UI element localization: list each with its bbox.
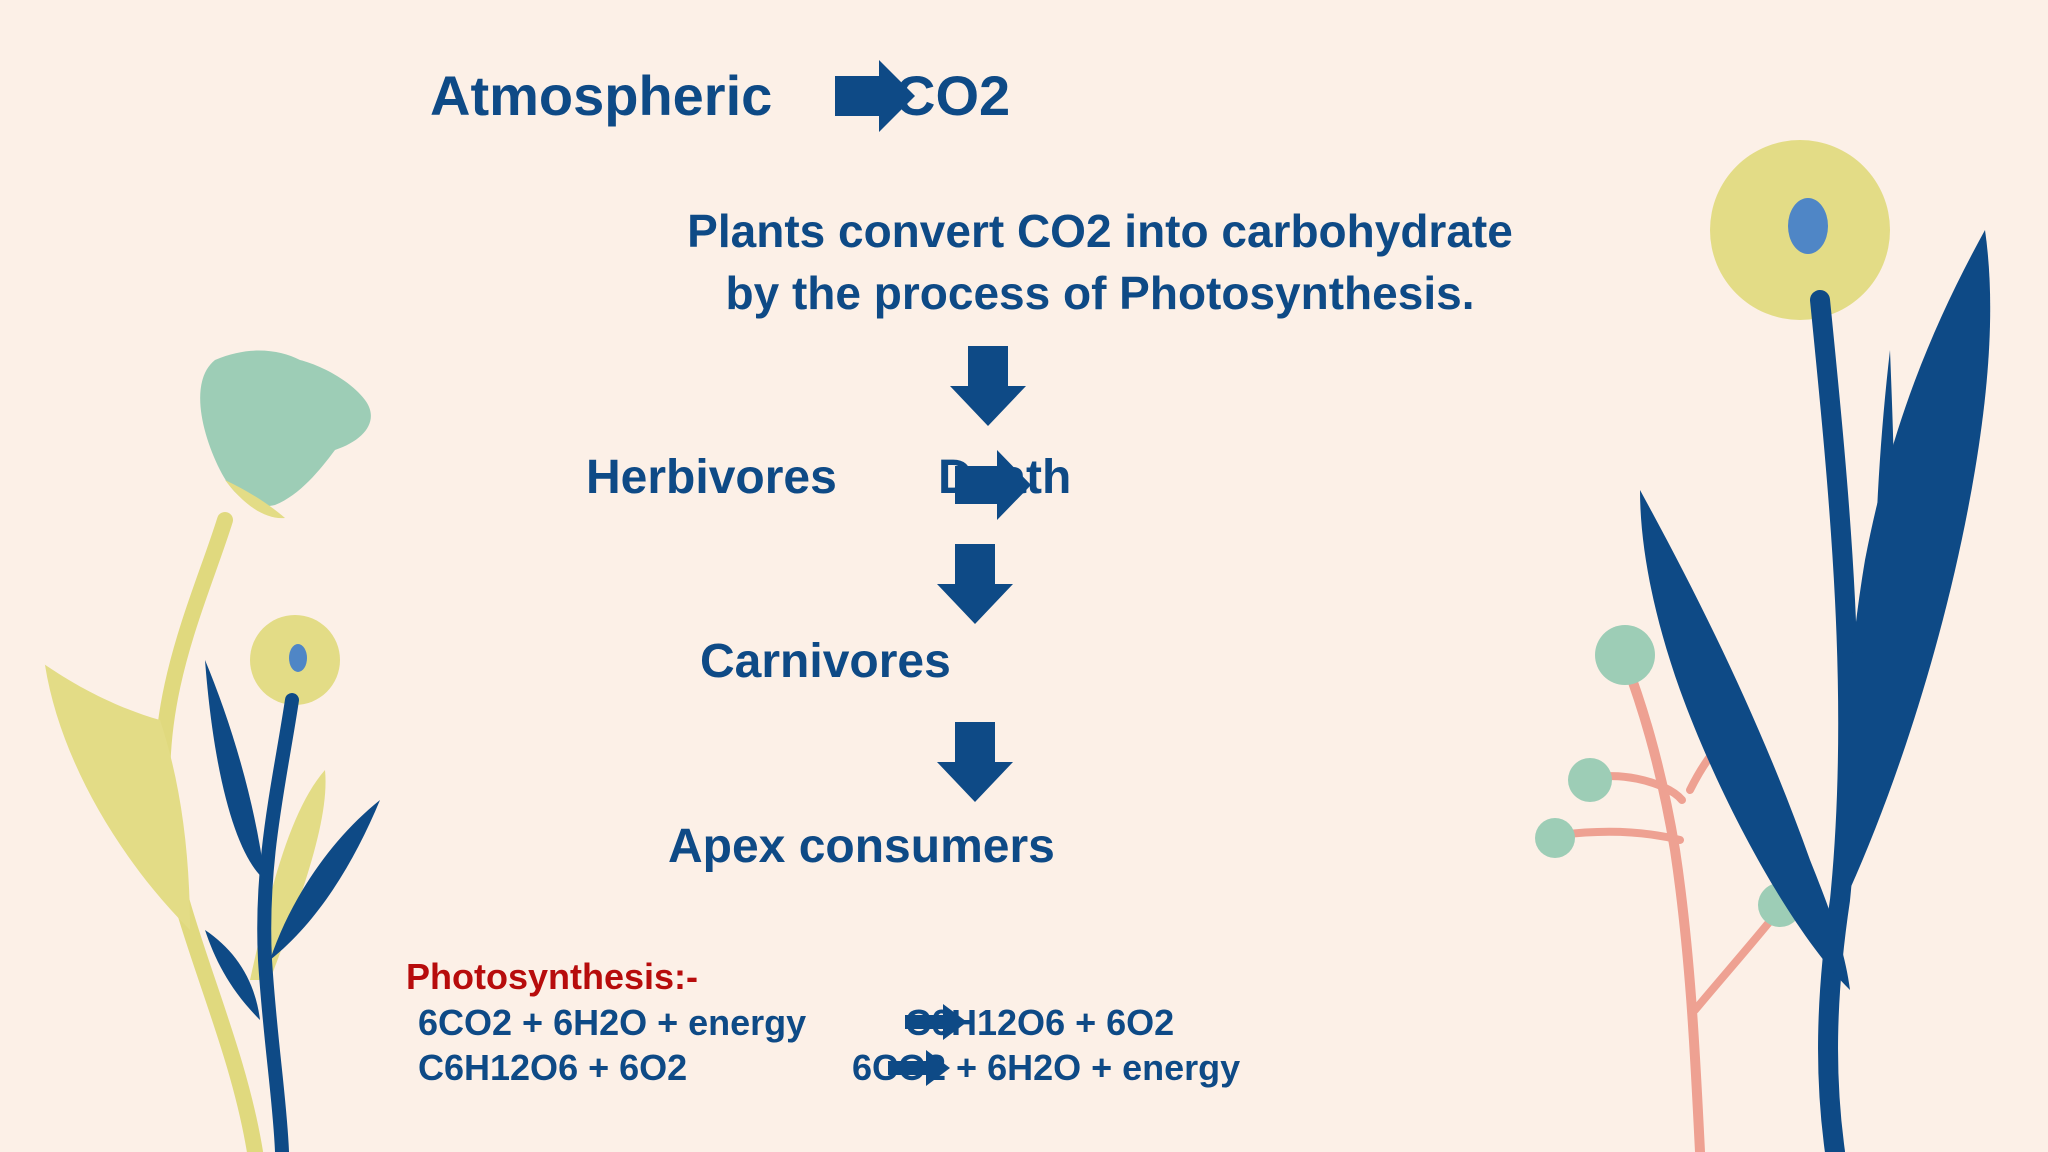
arrow-right-icon	[888, 1050, 950, 1086]
arrow-right-icon	[905, 1004, 967, 1040]
arrow-right-icon	[835, 60, 915, 132]
arrow-down-icon	[937, 722, 1013, 802]
atmospheric-label: Atmospheric	[430, 64, 773, 127]
arrow-down-icon	[950, 346, 1026, 426]
arrow-down-icon	[937, 544, 1013, 624]
carnivores-label: Carnivores	[700, 635, 951, 688]
plants-statement-line1: Plants convert CO2 into carbohydrate	[687, 205, 1513, 257]
herbivores-label: Herbivores	[586, 451, 837, 504]
equation-2-reactants: C6H12O6 + 6O2	[418, 1047, 688, 1088]
photosynthesis-heading: Photosynthesis:-	[406, 956, 699, 997]
apex-consumers-label: Apex consumers	[668, 820, 1055, 873]
plants-statement-line2: by the process of Photosynthesis.	[725, 267, 1475, 319]
left-flower-illustration	[44, 350, 380, 1152]
equation-1-reactants: 6CO2 + 6H2O + energy	[418, 1002, 807, 1043]
arrow-right-icon	[955, 450, 1031, 520]
